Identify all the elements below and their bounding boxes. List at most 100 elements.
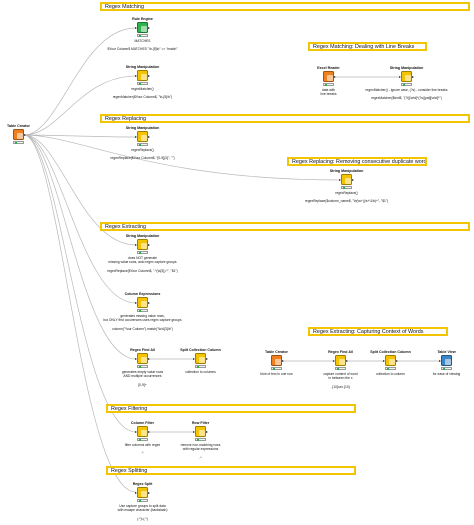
node-caption: capture context of word in between the x… bbox=[323, 372, 358, 389]
node-status-indicator bbox=[137, 499, 148, 502]
node-string-manipulation-extract[interactable]: String Manipulation does NOT generate mi… bbox=[107, 234, 178, 273]
node-caption: Use capture groups to split data with es… bbox=[117, 504, 168, 521]
node-caption: collection to column bbox=[376, 372, 405, 376]
node-title: Regex Split bbox=[132, 482, 153, 486]
rule-engine-icon bbox=[135, 22, 150, 33]
node-title: String Manipulation bbox=[329, 169, 364, 173]
annotation-regex-filtering: Regex Filtering bbox=[106, 404, 356, 413]
node-status-indicator bbox=[137, 143, 148, 146]
node-split-collection-column[interactable]: Split Collection Column collection to co… bbox=[180, 348, 221, 374]
annotation-consecutive-duplicates: Regex Replacing: Removing consecutive du… bbox=[287, 157, 427, 166]
node-title: String Manipulation bbox=[125, 126, 160, 130]
node-regex-find-all[interactable]: Regex Find All generates empty value row… bbox=[122, 348, 163, 387]
node-regex-find-all-2[interactable]: Regex Find All capture context of word i… bbox=[323, 350, 357, 389]
node-caption: data with line breaks bbox=[320, 88, 337, 97]
node-column-filter[interactable]: Column Filter filter columns with regex … bbox=[125, 421, 160, 455]
annotation-regex-matching: Regex Matching bbox=[100, 2, 470, 11]
connection bbox=[23, 134, 137, 433]
node-row-filter[interactable]: Row Filter remove non-matching rows with… bbox=[181, 421, 221, 460]
node-title: Split Collection Column bbox=[180, 348, 221, 352]
connection bbox=[23, 75, 137, 136]
node-title: String Manipulation bbox=[125, 65, 160, 69]
node-regex-split[interactable]: Regex Split Use capture groups to split … bbox=[118, 482, 168, 521]
string-manipulation-icon bbox=[135, 70, 150, 81]
row-filter-icon bbox=[193, 426, 208, 437]
node-title: Table Creator bbox=[265, 350, 288, 354]
node-status-indicator bbox=[137, 365, 148, 368]
node-title: Regex Find All bbox=[130, 348, 155, 352]
node-string-manipulation-duplicates[interactable]: String Manipulation regexReplace() regex… bbox=[305, 169, 388, 203]
connection bbox=[23, 27, 137, 136]
node-status-indicator bbox=[441, 367, 452, 370]
column-expressions-icon bbox=[135, 297, 150, 308]
connection bbox=[23, 134, 137, 360]
node-title: Excel Reader bbox=[317, 66, 340, 70]
connection bbox=[23, 134, 137, 138]
node-string-manipulation-linebreak[interactable]: String Manipulation regexMatcher() - ign… bbox=[365, 66, 447, 100]
node-caption: regexReplace() regexReplace($column_name… bbox=[304, 191, 389, 204]
node-column-expressions[interactable]: Column Expressions generates missing val… bbox=[103, 292, 181, 331]
node-split-collection-column-2[interactable]: Split Collection Column collection to co… bbox=[370, 350, 411, 376]
node-caption: does NOT generate missing value rows, au… bbox=[107, 256, 178, 273]
node-caption: remove non-matching rows with regular ex… bbox=[180, 443, 221, 460]
node-status-indicator bbox=[195, 438, 206, 441]
node-status-indicator bbox=[271, 367, 282, 370]
split-collection-icon bbox=[383, 355, 398, 366]
string-manipulation-icon bbox=[339, 174, 354, 185]
string-manipulation-icon bbox=[399, 71, 414, 82]
node-title: Rule Engine bbox=[132, 17, 153, 21]
node-status-indicator bbox=[137, 438, 148, 441]
node-caption: regexMatcher() - ignore case, (?s) - con… bbox=[365, 88, 448, 101]
regex-split-icon bbox=[135, 487, 150, 498]
node-title: Table Creator bbox=[7, 124, 30, 128]
node-caption: generates empty value rows AND multiple … bbox=[121, 370, 164, 387]
node-status-indicator bbox=[137, 34, 148, 37]
node-rule-engine[interactable]: Rule Engine MATCHES $Your Column$ MATCHE… bbox=[107, 17, 177, 51]
node-title: Row Filter bbox=[191, 421, 210, 425]
split-collection-icon bbox=[193, 353, 208, 364]
node-title: Table View bbox=[437, 350, 456, 354]
node-caption: generates missing value rows, but ONLY f… bbox=[103, 314, 182, 331]
node-caption: regexMatcher() regexMatcher($Your Column… bbox=[112, 87, 173, 100]
connection bbox=[23, 134, 137, 246]
node-status-indicator bbox=[401, 83, 412, 86]
column-filter-icon bbox=[135, 426, 150, 437]
node-title: Split Collection Column bbox=[370, 350, 411, 354]
node-caption: regexReplace() regexReplace($Your Column… bbox=[110, 148, 175, 161]
node-status-indicator bbox=[323, 83, 334, 86]
connection bbox=[23, 134, 137, 304]
node-table-creator[interactable]: Table Creator bbox=[7, 124, 30, 144]
node-title: Column Expressions bbox=[124, 292, 161, 296]
node-status-indicator bbox=[137, 309, 148, 312]
node-table-view[interactable]: Table View for ease of viewing bbox=[433, 350, 461, 376]
node-status-indicator bbox=[195, 365, 206, 368]
node-caption: collection to columns bbox=[185, 370, 216, 374]
node-status-indicator bbox=[385, 367, 396, 370]
node-string-manipulation-match[interactable]: String Manipulation regexMatcher() regex… bbox=[113, 65, 173, 99]
node-status-indicator bbox=[335, 367, 346, 370]
node-title: String Manipulation bbox=[389, 66, 424, 70]
annotation-line-breaks: Regex Matching: Dealing with Line Breaks bbox=[308, 42, 427, 51]
node-caption: MATCHES $Your Column$ MATCHES "\b.{5}\b"… bbox=[107, 39, 178, 52]
annotation-regex-splitting: Regex Splitting bbox=[106, 466, 356, 475]
node-title: String Manipulation bbox=[125, 234, 160, 238]
node-title: Column Filter bbox=[130, 421, 155, 425]
regex-find-all-icon bbox=[333, 355, 348, 366]
node-status-indicator bbox=[13, 141, 24, 144]
table-creator-icon bbox=[271, 355, 284, 366]
node-status-indicator bbox=[137, 251, 148, 254]
string-manipulation-icon bbox=[135, 131, 150, 142]
annotation-capturing-context: Regex Extracting: Capturing Context of W… bbox=[308, 327, 448, 336]
annotation-regex-extracting: Regex Extracting bbox=[100, 222, 470, 231]
regex-find-all-icon bbox=[135, 353, 150, 364]
excel-reader-icon bbox=[323, 71, 336, 82]
node-table-creator-2[interactable]: Table Creator blob of text in one row bbox=[260, 350, 292, 376]
annotation-regex-replacing: Regex Replacing bbox=[100, 114, 470, 123]
table-view-icon bbox=[439, 355, 452, 366]
connection bbox=[23, 134, 341, 181]
node-excel-reader[interactable]: Excel Reader data with line breaks bbox=[317, 66, 340, 96]
node-string-manipulation-replace[interactable]: String Manipulation regexReplace() regex… bbox=[110, 126, 174, 160]
node-caption: filter columns with regex .* bbox=[124, 443, 161, 456]
string-manipulation-icon bbox=[135, 239, 150, 250]
